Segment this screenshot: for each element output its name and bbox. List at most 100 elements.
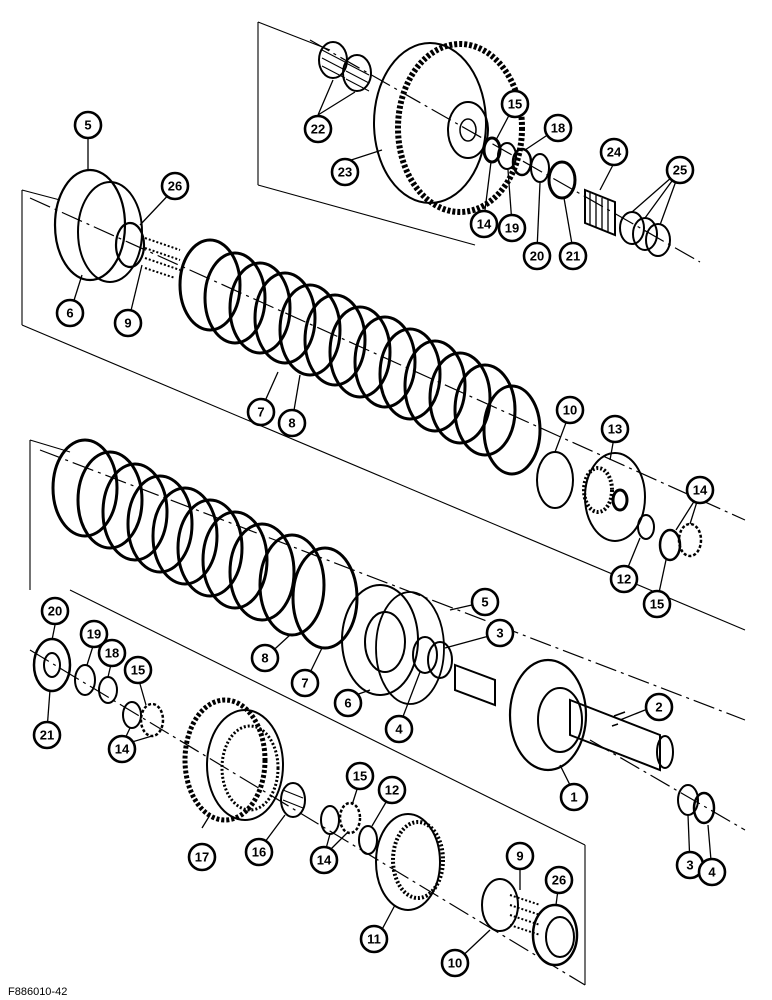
driven-gear-23 — [373, 41, 525, 215]
callout-13: 13 — [600, 414, 630, 444]
figure-code: F886010-42 — [8, 986, 68, 998]
callout-15-label: 15 — [508, 97, 522, 112]
callout-3-label: 3 — [686, 858, 693, 873]
callout-21: 21 — [558, 241, 588, 271]
springs-9-bottom — [481, 878, 541, 936]
callout-13-label: 13 — [608, 422, 622, 437]
callout-3-label: 3 — [496, 626, 503, 641]
callout-24: 24 — [599, 137, 629, 167]
callout-9-label: 9 — [124, 316, 131, 331]
callout-12-label: 12 — [385, 783, 399, 798]
callout-20-label: 20 — [48, 604, 62, 619]
callout-14-label: 14 — [477, 217, 492, 232]
callout-12: 12 — [609, 564, 639, 594]
callout-20: 20 — [40, 596, 70, 626]
callout-3: 3 — [485, 618, 515, 648]
shaft-1 — [454, 658, 674, 772]
callout-22-label: 22 — [311, 122, 325, 137]
callout-4: 4 — [697, 857, 727, 887]
piston-assembly-6 — [341, 584, 453, 705]
callout-5: 5 — [470, 587, 500, 617]
callout-25-label: 25 — [673, 163, 687, 178]
top-frame — [257, 21, 701, 263]
callout-18: 18 — [97, 638, 127, 668]
callout-7-label: 7 — [301, 676, 308, 691]
callout-18: 18 — [543, 113, 573, 143]
callout-23-label: 23 — [338, 165, 352, 180]
callout-10: 10 — [440, 948, 470, 978]
callout-4-label: 4 — [395, 722, 403, 737]
callout-1: 1 — [559, 782, 589, 812]
callout-21-label: 21 — [40, 728, 54, 743]
callout-2-label: 2 — [655, 700, 662, 715]
callout-15: 15 — [345, 761, 375, 791]
clutch-pack-upper — [178, 238, 542, 476]
retainer-26-bottom — [531, 903, 579, 967]
callout-14-label: 14 — [115, 742, 130, 757]
drum-gear-17 — [182, 697, 284, 823]
callout-6: 6 — [333, 688, 363, 718]
callout-14: 14 — [107, 734, 137, 764]
callout-26: 26 — [544, 865, 574, 895]
callout-11: 11 — [359, 924, 389, 954]
callout-7: 7 — [290, 668, 320, 698]
callout-26-label: 26 — [552, 873, 566, 888]
callout-21-label: 21 — [566, 249, 580, 264]
callout-5-label: 5 — [84, 118, 91, 133]
callout-9: 9 — [505, 841, 535, 871]
callout-5-label: 5 — [481, 595, 488, 610]
callout-14-label: 14 — [693, 483, 708, 498]
bearing-stack-top — [482, 136, 577, 200]
callout-11-label: 11 — [367, 932, 381, 947]
rings-3-4-bottom — [677, 784, 716, 825]
callout-19-label: 19 — [87, 627, 101, 642]
callout-16-label: 16 — [252, 845, 266, 860]
callout-19: 19 — [79, 619, 109, 649]
bearings-upper-right — [637, 514, 703, 562]
callout-15: 15 — [123, 655, 153, 685]
callout-14-label: 14 — [317, 853, 332, 868]
snap-ring-10-top — [536, 451, 574, 509]
callout-26-label: 26 — [168, 179, 182, 194]
callout-25: 25 — [665, 155, 695, 185]
callout-16: 16 — [244, 837, 274, 867]
callout-9-label: 9 — [516, 849, 523, 864]
callout-10: 10 — [555, 395, 585, 425]
callout-6-label: 6 — [66, 306, 73, 321]
callout-12: 12 — [377, 775, 407, 805]
callout-21: 21 — [32, 720, 62, 750]
callout-8: 8 — [250, 643, 280, 673]
callout-24-label: 24 — [607, 145, 622, 160]
callout-14: 14 — [309, 845, 339, 875]
hub-11 — [375, 813, 445, 911]
piston-5 — [53, 168, 146, 283]
callout-6-label: 6 — [344, 696, 351, 711]
callout-15-label: 15 — [650, 597, 664, 612]
callout-6: 6 — [55, 298, 85, 328]
needle-bearings-22 — [318, 41, 372, 92]
callout-12-label: 12 — [617, 572, 631, 587]
callout-19-label: 19 — [505, 221, 519, 236]
callout-8-label: 8 — [288, 416, 295, 431]
callout-15: 15 — [642, 589, 672, 619]
upper-frame — [21, 189, 746, 631]
callout-22: 22 — [303, 114, 333, 144]
lower-frame — [29, 439, 746, 846]
callout-14: 14 — [685, 475, 715, 505]
callout-8-label: 8 — [261, 651, 268, 666]
callout-18-label: 18 — [105, 646, 119, 661]
hub-plate-13 — [582, 452, 646, 542]
callout-15: 15 — [500, 89, 530, 119]
callout-5: 5 — [73, 110, 103, 140]
callout-8: 8 — [277, 408, 307, 438]
callout-15-label: 15 — [353, 769, 367, 784]
bearings-lower-middle — [280, 782, 378, 855]
callout-2: 2 — [644, 692, 674, 722]
callout-18-label: 18 — [551, 121, 565, 136]
callout-17-label: 17 — [195, 850, 209, 865]
callout-7: 7 — [246, 397, 276, 427]
callout-20: 20 — [522, 241, 552, 271]
shaft-24 — [584, 188, 616, 237]
callout-26: 26 — [160, 171, 190, 201]
